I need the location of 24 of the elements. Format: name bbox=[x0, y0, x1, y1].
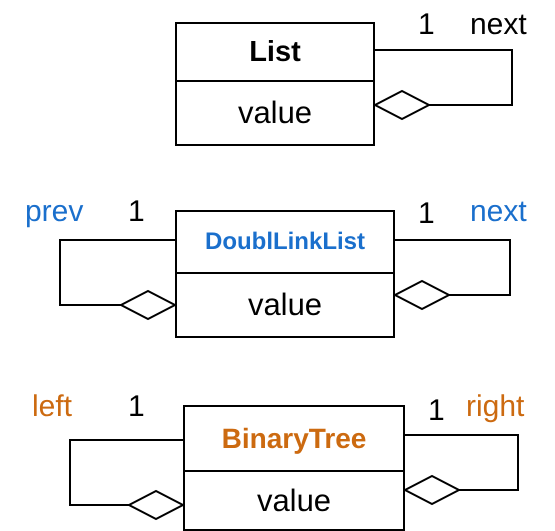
multiplicity-label: 1 bbox=[418, 10, 435, 40]
role-label: next bbox=[470, 10, 527, 40]
role-label: right bbox=[466, 392, 524, 422]
class-box bbox=[175, 22, 375, 146]
class-name: List bbox=[177, 24, 373, 82]
aggregation-line bbox=[374, 49, 513, 120]
aggregation-line bbox=[404, 434, 519, 505]
class-name: DoublLinkList bbox=[177, 212, 393, 274]
attribute-text: value bbox=[246, 286, 324, 324]
role-label: prev bbox=[25, 197, 84, 227]
aggregation-line bbox=[59, 239, 176, 320]
multiplicity-label: 1 bbox=[418, 199, 435, 229]
class-name: BinaryTree bbox=[185, 407, 403, 472]
attribute-text: value bbox=[236, 94, 314, 132]
aggregation-line bbox=[69, 439, 184, 520]
multiplicity-label: 1 bbox=[428, 396, 445, 426]
class-box bbox=[183, 405, 405, 531]
class-box bbox=[175, 210, 395, 338]
role-label: next bbox=[470, 197, 527, 227]
multiplicity-label: 1 bbox=[128, 392, 145, 422]
aggregation-line bbox=[394, 239, 511, 310]
role-label: left bbox=[32, 392, 72, 422]
multiplicity-label: 1 bbox=[128, 197, 145, 227]
attribute-text: value bbox=[256, 482, 332, 520]
